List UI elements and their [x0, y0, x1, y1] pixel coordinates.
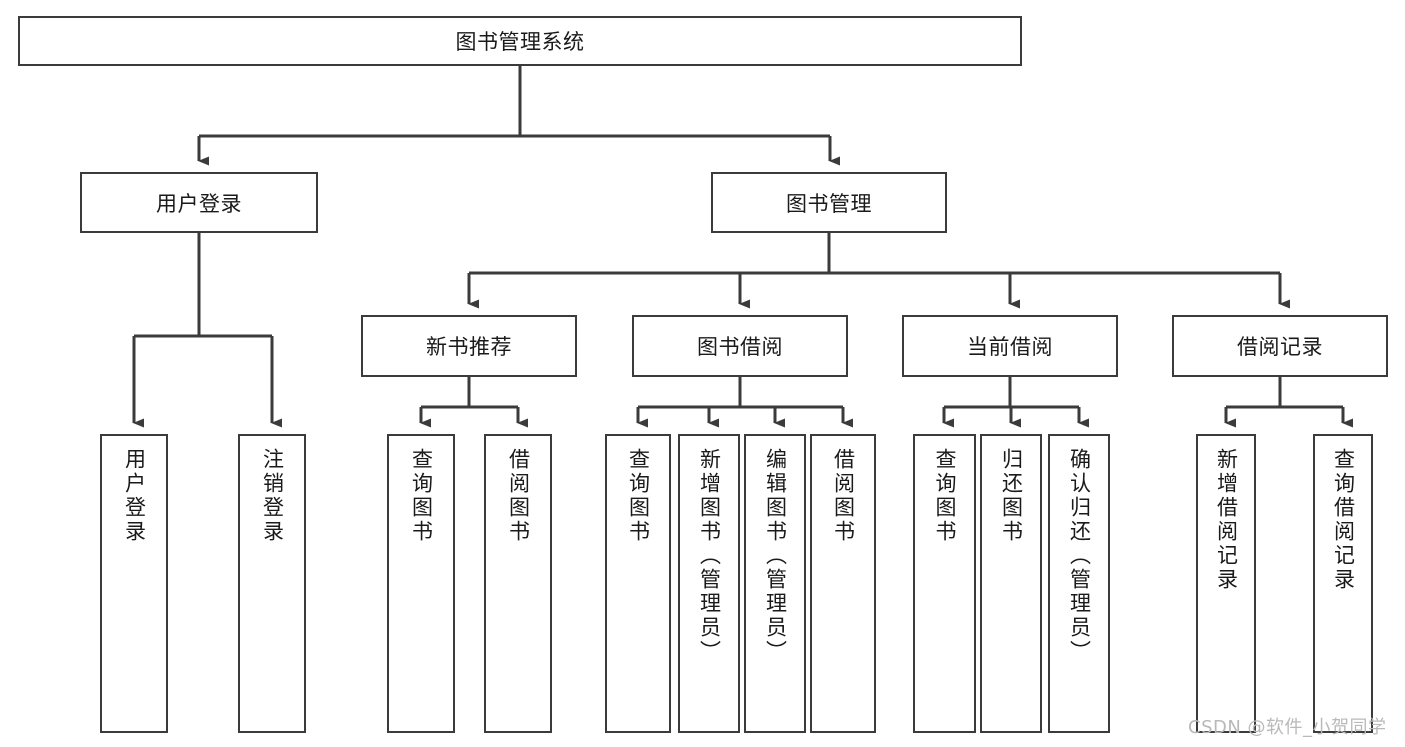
leaf-label: 查询借阅记录: [1331, 448, 1356, 592]
node-current-borrow[interactable]: 当前借阅: [902, 315, 1118, 377]
leaf-label: 新增借阅记录: [1214, 448, 1239, 592]
leaf-edit-book-admin[interactable]: 编辑图书（管理员）: [744, 434, 806, 733]
leaf-query-book-borrow[interactable]: 查询图书: [605, 434, 671, 733]
leaf-add-book-admin[interactable]: 新增图书（管理员）: [678, 434, 740, 733]
leaf-label: 查询图书: [933, 448, 957, 544]
leaf-confirm-return-admin[interactable]: 确认归还（管理员）: [1048, 434, 1110, 733]
leaf-label: 归还图书: [999, 448, 1024, 544]
leaf-query-book-recommend[interactable]: 查询图书: [387, 434, 455, 733]
leaf-return-book[interactable]: 归还图书: [980, 434, 1042, 733]
leaf-logout[interactable]: 注销登录: [238, 434, 306, 733]
leaf-label: 编辑图书（管理员）: [763, 448, 788, 664]
node-user-login[interactable]: 用户登录: [80, 172, 318, 233]
node-new-book-recommend[interactable]: 新书推荐: [361, 315, 577, 377]
node-book-borrow[interactable]: 图书借阅: [632, 315, 848, 377]
leaf-label: 借阅图书: [506, 448, 531, 544]
leaf-query-borrow-record[interactable]: 查询借阅记录: [1313, 434, 1373, 733]
node-book-manage[interactable]: 图书管理: [711, 172, 947, 233]
leaf-label: 确认归还（管理员）: [1067, 448, 1092, 664]
leaf-query-book-current[interactable]: 查询图书: [913, 434, 976, 733]
leaf-borrow-book[interactable]: 借阅图书: [810, 434, 876, 733]
leaf-add-borrow-record[interactable]: 新增借阅记录: [1196, 434, 1256, 733]
leaf-label: 注销登录: [260, 448, 285, 544]
leaf-borrow-book-recommend[interactable]: 借阅图书: [484, 434, 552, 733]
leaf-label: 借阅图书: [831, 448, 856, 544]
watermark-text: CSDN @软件_小贺同学: [1188, 717, 1387, 738]
node-root-system[interactable]: 图书管理系统: [18, 16, 1022, 66]
leaf-label: 查询图书: [626, 448, 651, 544]
leaf-label: 查询图书: [409, 448, 434, 544]
node-borrow-record[interactable]: 借阅记录: [1172, 315, 1388, 377]
leaf-label: 用户登录: [122, 448, 147, 544]
leaf-user-login[interactable]: 用户登录: [100, 434, 168, 733]
leaf-label: 新增图书（管理员）: [697, 448, 722, 664]
